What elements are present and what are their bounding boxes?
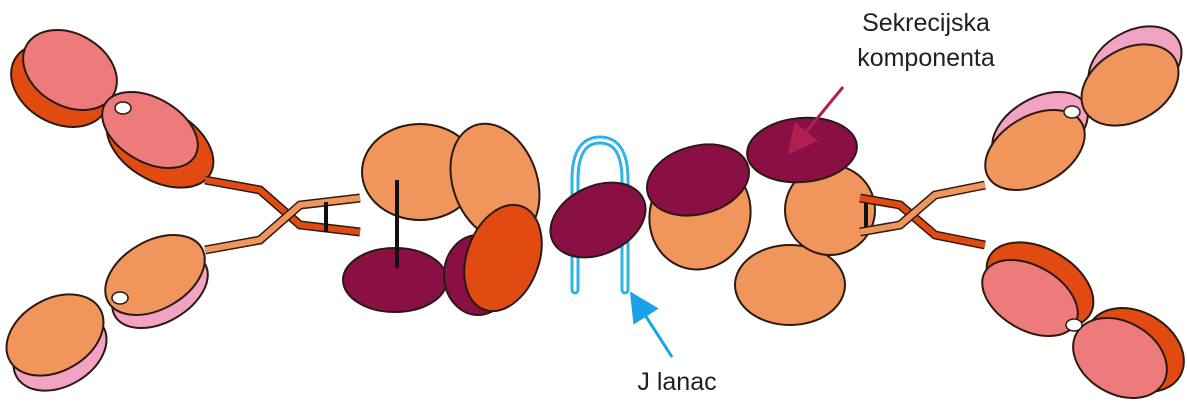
left-hinge xyxy=(205,180,360,250)
right-upper-arm xyxy=(971,11,1187,207)
right-lower-arm xyxy=(969,225,1187,407)
secretory-label-line-2: komponenta xyxy=(857,44,995,72)
right-hinge xyxy=(860,185,985,245)
fc-domain xyxy=(735,245,845,325)
left-fc xyxy=(343,111,556,322)
secretory-label-line-1: Sekrecijska xyxy=(862,9,990,37)
left-lower-arm xyxy=(0,219,221,407)
hinge-hole xyxy=(115,102,131,114)
hinge-hole xyxy=(112,292,128,304)
j-chain-label: J lanac xyxy=(637,304,716,396)
left-monomer xyxy=(0,14,556,407)
j-chain-label-text: J lanac xyxy=(637,368,716,396)
hinge-hole xyxy=(1064,106,1080,118)
secretory-domain xyxy=(538,168,657,272)
hinge-hole xyxy=(1066,319,1082,331)
j-chain-arrow xyxy=(638,304,672,357)
left-upper-arm xyxy=(0,14,228,205)
